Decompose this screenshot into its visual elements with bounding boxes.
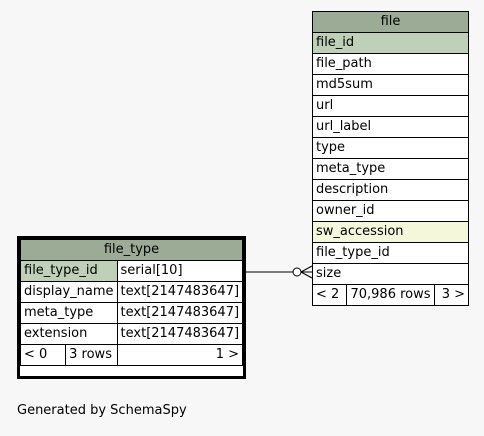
file-column[interactable]: meta_type	[312, 158, 469, 180]
file-children-link[interactable]: 3 >	[434, 284, 469, 306]
generated-by-label: Generated by SchemaSpy	[17, 403, 187, 418]
file_type-parents-link[interactable]: < 0	[19, 344, 67, 366]
file-parents-link[interactable]: < 2	[311, 284, 348, 306]
file_type-table-frame: file_type file_type_id serial[10] displa…	[17, 236, 246, 379]
file-column[interactable]: url	[312, 95, 469, 117]
file-table[interactable]: file file_id file_path md5sum url url_la…	[311, 11, 469, 306]
file_type-row-count: 3 rows	[65, 344, 118, 366]
file_type-children-link[interactable]: 1 >	[116, 344, 244, 366]
file_type-table[interactable]: file_type file_type_id serial[10] displa…	[19, 239, 244, 366]
file_type-table-title[interactable]: file_type	[19, 239, 244, 261]
file_type-column-name[interactable]: file_type_id	[20, 260, 118, 282]
crows-foot-many-icon	[300, 265, 313, 279]
file_type-column-type: serial[10]	[116, 260, 244, 282]
file-column-file_id[interactable]: file_id	[312, 32, 469, 54]
zero-optional-icon	[292, 267, 302, 277]
file_type-column-type: text[2147483647]	[116, 302, 244, 324]
file-column-sw_accession[interactable]: sw_accession	[312, 221, 469, 243]
file_type-column-type: text[2147483647]	[116, 281, 244, 303]
file-row-count: 70,986 rows	[346, 284, 436, 306]
file-column[interactable]: type	[312, 137, 469, 159]
